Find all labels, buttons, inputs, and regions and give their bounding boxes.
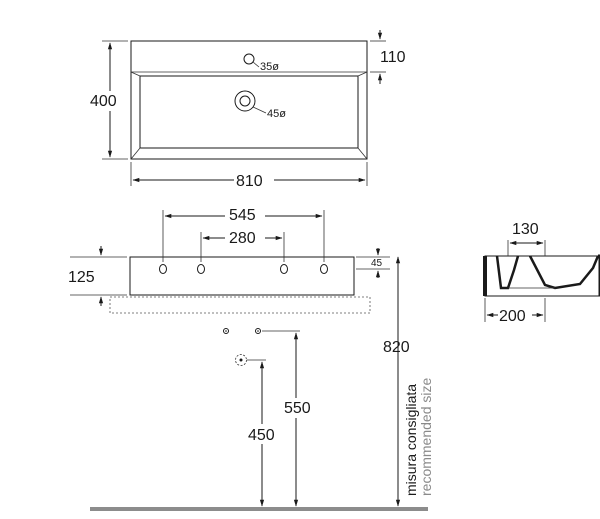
side-view: 130 200 xyxy=(483,221,600,325)
hole-2 xyxy=(197,264,205,274)
outer-holes-dim: 545 xyxy=(229,207,256,224)
hole-3 xyxy=(280,264,288,274)
side-top-dim: 130 xyxy=(512,221,539,238)
waste-height-dim: 550 xyxy=(284,400,311,417)
drain-inner xyxy=(239,95,251,107)
hole-height-dim: 45 xyxy=(371,258,383,269)
drain-outer xyxy=(234,90,256,112)
side-outline xyxy=(484,255,600,297)
width-dim: 810 xyxy=(236,173,263,190)
height-dim: 125 xyxy=(68,269,95,286)
waste-fitting-left xyxy=(223,328,229,334)
countertop xyxy=(109,296,371,314)
total-height-dim: 820 xyxy=(383,339,410,356)
inner-holes-dim: 280 xyxy=(229,230,256,247)
recommended-label-en: recommended size xyxy=(418,378,434,496)
installation-view: 550 450 820 misura consigliata recommend… xyxy=(90,256,434,511)
tap-hole xyxy=(243,53,255,65)
basin-outline-top xyxy=(130,40,368,160)
top-view: 35ø 45ø 400 110 810 xyxy=(88,30,406,190)
rim-dim: 110 xyxy=(380,49,406,66)
drain-dim: 45ø xyxy=(267,108,286,120)
trap-fitting xyxy=(235,354,247,366)
floor-line xyxy=(90,507,428,511)
tap-hole-dim: 35ø xyxy=(260,61,279,73)
depth-dim: 400 xyxy=(90,93,117,110)
hole-4 xyxy=(320,264,328,274)
front-view: 545 280 125 45 xyxy=(68,205,390,314)
side-bottom-dim: 200 xyxy=(499,308,526,325)
trap-height-dim: 450 xyxy=(248,427,275,444)
basin-outline-front xyxy=(129,256,355,296)
recommended-label-it: misura consigliata xyxy=(403,384,419,496)
hole-1 xyxy=(159,264,167,274)
waste-fitting-right xyxy=(255,328,261,334)
basin-bowl-top xyxy=(139,75,359,149)
